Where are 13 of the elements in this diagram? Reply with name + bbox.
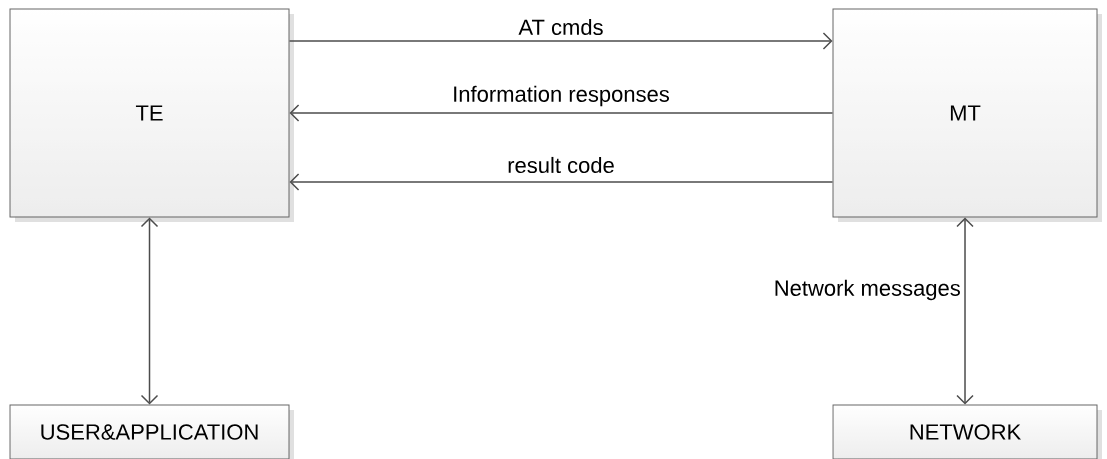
arrow <box>140 217 159 405</box>
process-box: MT <box>832 8 1102 222</box>
process-box: USER&APPLICATION <box>9 404 294 459</box>
arrow <box>288 32 833 50</box>
edge-label: result code <box>506 155 616 175</box>
arrow <box>289 173 834 191</box>
arrow <box>956 217 974 405</box>
process-box: NETWORK <box>832 404 1102 459</box>
edge-label: Information responses <box>451 84 671 108</box>
edge-label: AT cmds <box>517 17 605 37</box>
process-box: TE <box>9 8 294 222</box>
arrow <box>289 104 834 122</box>
edge-label: Network messages <box>772 278 962 302</box>
